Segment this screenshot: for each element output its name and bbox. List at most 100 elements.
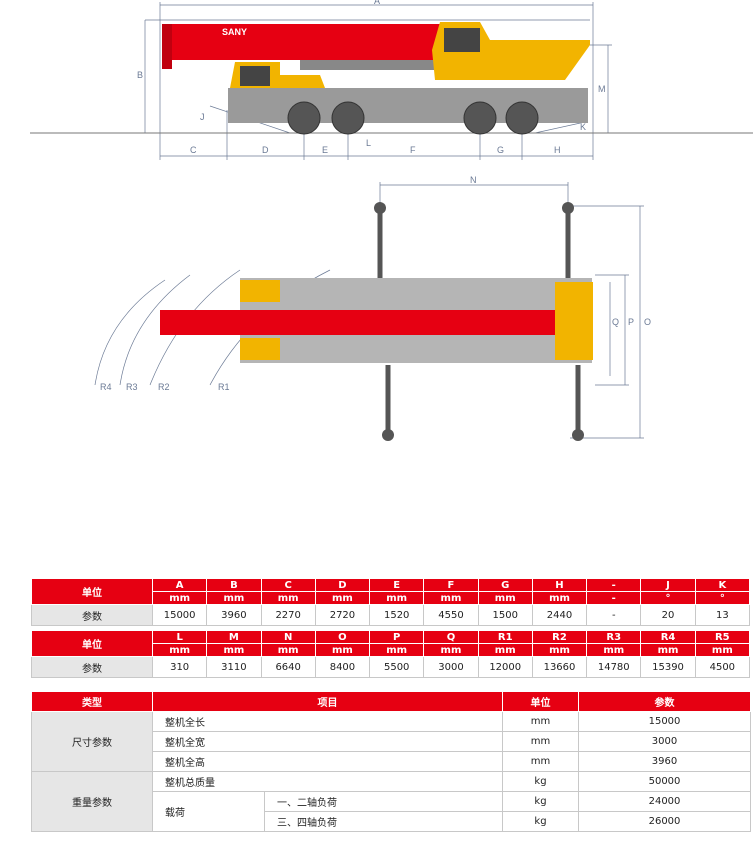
- dimension-value: 13660: [531, 656, 588, 678]
- sub-item-name: 三、四轴负荷: [264, 811, 503, 832]
- dimension-unit: mm: [694, 643, 751, 657]
- dimension-value: 8400: [314, 656, 371, 678]
- dimension-code: E: [369, 578, 425, 592]
- dimension-unit: mm: [314, 643, 371, 657]
- outriggers: [377, 208, 581, 435]
- header-value: 参数: [578, 691, 751, 712]
- item-name: 整机全长: [152, 711, 503, 732]
- dimension-unit: -: [586, 591, 642, 605]
- svg-text:M: M: [598, 84, 606, 94]
- svg-text:G: G: [497, 145, 504, 155]
- dimension-unit: mm: [477, 591, 533, 605]
- table-header-row: 类型项目单位参数: [31, 691, 751, 712]
- dimension-unit: °: [694, 591, 751, 605]
- dimension-code: N: [260, 630, 316, 644]
- dimension-value: 15000: [151, 604, 208, 626]
- svg-text:L: L: [366, 138, 371, 148]
- dimension-unit: mm: [586, 643, 642, 657]
- dimension-unit: mm: [206, 643, 262, 657]
- svg-text:N: N: [470, 175, 477, 185]
- crane-plan-view: N O P Q R1 R2 R3 R4: [94, 175, 651, 441]
- dimension-value: 2270: [260, 604, 316, 626]
- dimension-code: O: [314, 630, 371, 644]
- dimension-value: 310: [151, 656, 208, 678]
- dimension-code: -: [586, 578, 642, 592]
- item-value: 26000: [578, 811, 751, 832]
- dimension-value: 15390: [640, 656, 696, 678]
- dimension-unit: mm: [369, 591, 425, 605]
- plan-dimension-labels: N O P Q R1 R2 R3 R4: [100, 175, 651, 392]
- dimension-unit: mm: [314, 591, 371, 605]
- svg-text:A: A: [374, 0, 380, 6]
- item-unit: kg: [502, 811, 579, 832]
- item-value: 24000: [578, 791, 751, 812]
- dimension-code: R5: [694, 630, 751, 644]
- svg-text:C: C: [190, 145, 197, 155]
- param-header: 参数: [31, 604, 153, 626]
- dimension-value: 1520: [369, 604, 425, 626]
- item-unit: mm: [502, 751, 579, 772]
- item-name: 整机全宽: [152, 731, 503, 752]
- item-unit: mm: [502, 731, 579, 752]
- dimension-code: Q: [423, 630, 479, 644]
- dimension-code: R1: [477, 630, 533, 644]
- svg-text:Q: Q: [612, 317, 619, 327]
- dimension-value: 14780: [586, 656, 642, 678]
- wheels: [287, 101, 539, 135]
- dimension-unit: mm: [206, 591, 262, 605]
- svg-text:D: D: [262, 145, 269, 155]
- dimension-value: 20: [640, 604, 696, 626]
- item-value: 3000: [578, 731, 751, 752]
- dimension-value: 3960: [206, 604, 262, 626]
- dimension-code: L: [151, 630, 208, 644]
- svg-text:H: H: [554, 145, 561, 155]
- dimension-unit: °: [640, 591, 696, 605]
- dimension-unit: mm: [151, 591, 208, 605]
- dimension-code: A: [151, 578, 208, 592]
- dimension-unit: mm: [423, 643, 479, 657]
- svg-text:B: B: [137, 70, 143, 80]
- item-name: 整机全高: [152, 751, 503, 772]
- boom: [162, 24, 462, 60]
- item-unit: kg: [502, 791, 579, 812]
- dimension-code: M: [206, 630, 262, 644]
- dimension-code: R3: [586, 630, 642, 644]
- brand-logo: SANY: [222, 27, 247, 37]
- dimension-value: 4500: [694, 656, 751, 678]
- dimension-unit: mm: [423, 591, 479, 605]
- dimension-code: H: [531, 578, 588, 592]
- item-value: 3960: [578, 751, 751, 772]
- unit-header: 单位: [31, 578, 153, 605]
- dimension-code: C: [260, 578, 316, 592]
- dimension-value: 3000: [423, 656, 479, 678]
- dimension-code: R4: [640, 630, 696, 644]
- dimension-value: 1500: [477, 604, 533, 626]
- item-unit: kg: [502, 771, 579, 792]
- dimension-unit: mm: [640, 643, 696, 657]
- item-value: 50000: [578, 771, 751, 792]
- param-header: 参数: [31, 656, 153, 678]
- unit-header: 单位: [31, 630, 153, 657]
- svg-text:O: O: [644, 317, 651, 327]
- dimension-code: K: [694, 578, 751, 592]
- crane-side-view: SANY A B C D E F G H J K L M: [30, 0, 753, 160]
- dimension-value: 3110: [206, 656, 262, 678]
- dimension-code: G: [477, 578, 533, 592]
- item-name: 整机总质量: [152, 771, 503, 792]
- item-name: 载荷: [152, 791, 265, 832]
- sub-item-name: 一、二轴负荷: [264, 791, 503, 812]
- dimension-unit: mm: [260, 643, 316, 657]
- group-type: 尺寸参数: [31, 711, 153, 772]
- dimension-unit: mm: [151, 643, 208, 657]
- dimension-value: 13: [694, 604, 751, 626]
- item-value: 15000: [578, 711, 751, 732]
- dimension-unit: mm: [531, 643, 588, 657]
- header-unit: 单位: [502, 691, 579, 712]
